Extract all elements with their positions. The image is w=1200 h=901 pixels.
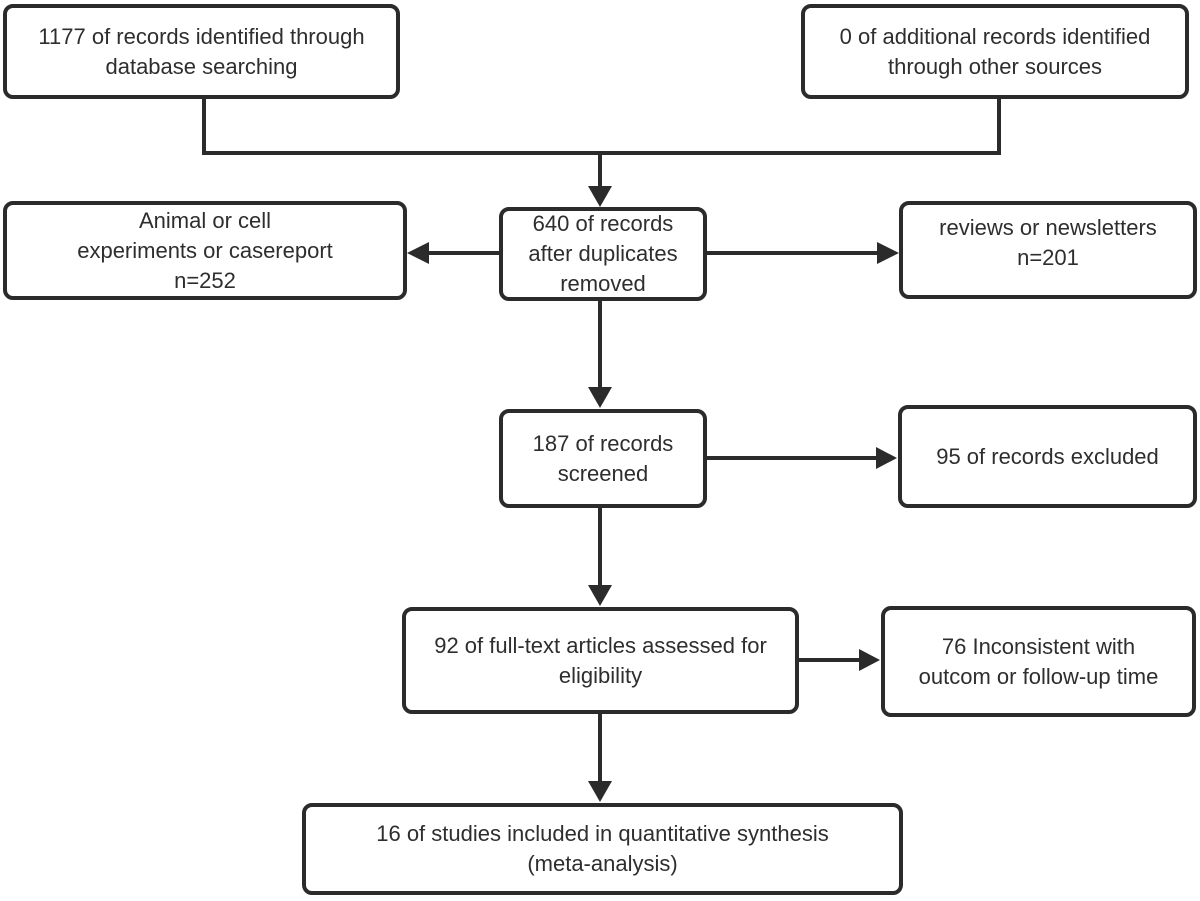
box-text-line: 0 of additional records identified — [839, 23, 1151, 49]
box-text-line: through other sources — [887, 53, 1103, 79]
box-included-synthesis: 16 of studies included in quantitative s… — [302, 803, 903, 895]
box-records-screened: 187 of records screened — [499, 409, 707, 508]
box-text-line: Animal or cell — [138, 207, 272, 233]
arrow-fulltext-to-included — [588, 714, 612, 802]
box-records-identified: 1177 of records identified through datab… — [3, 4, 400, 99]
box-text-line: experiments or casereport — [77, 237, 333, 263]
box-text-line: 76 Inconsistent with — [941, 633, 1136, 659]
box-inconsistent-excluded: 76 Inconsistent with outcom or follow-up… — [881, 606, 1196, 717]
box-reviews-excluded: reviews or newsletters n=201 — [899, 201, 1197, 299]
arrow-duplicates-to-reviews — [707, 242, 899, 264]
arrow-screened-to-excluded — [707, 447, 897, 469]
box-text-line: 187 of records — [532, 430, 674, 456]
connector-top-merge — [202, 96, 1001, 155]
arrow-duplicates-to-screened — [588, 301, 612, 408]
arrow-fulltext-to-inconsistent — [799, 649, 880, 671]
box-text-line: 640 of records — [532, 211, 674, 236]
box-animal-excluded: Animal or cell experiments or casereport… — [3, 201, 407, 300]
box-text-line: reviews or newsletters — [939, 215, 1157, 240]
arrow-duplicates-to-animal — [407, 242, 499, 264]
box-text-line: removed — [560, 271, 646, 296]
box-records-excluded: 95 of records excluded — [898, 405, 1197, 508]
box-text-line: 16 of studies included in quantitative s… — [376, 821, 829, 846]
box-text-line: outcom or follow-up time — [918, 663, 1159, 689]
box-text-line: n=252 — [174, 267, 236, 293]
box-text-line: 1177 of records identified through — [38, 23, 365, 49]
box-text-line: eligibility — [558, 662, 643, 688]
box-text-line: n=201 — [1017, 245, 1079, 270]
box-after-duplicates: 640 of records after duplicates removed — [499, 207, 707, 301]
box-text-line: 92 of full-text articles assessed for — [434, 632, 767, 658]
box-additional-records: 0 of additional records identified throu… — [801, 4, 1189, 99]
box-text-line: (meta-analysis) — [527, 851, 678, 876]
box-text-line: screened — [557, 460, 649, 486]
arrow-merge-to-duplicates — [588, 153, 612, 207]
box-text-line: after duplicates — [528, 241, 678, 266]
box-text-line: database searching — [105, 53, 298, 79]
box-text-line: 95 of records excluded — [936, 443, 1159, 469]
box-fulltext-assessed: 92 of full-text articles assessed for el… — [402, 607, 799, 714]
arrow-screened-to-fulltext — [588, 508, 612, 606]
